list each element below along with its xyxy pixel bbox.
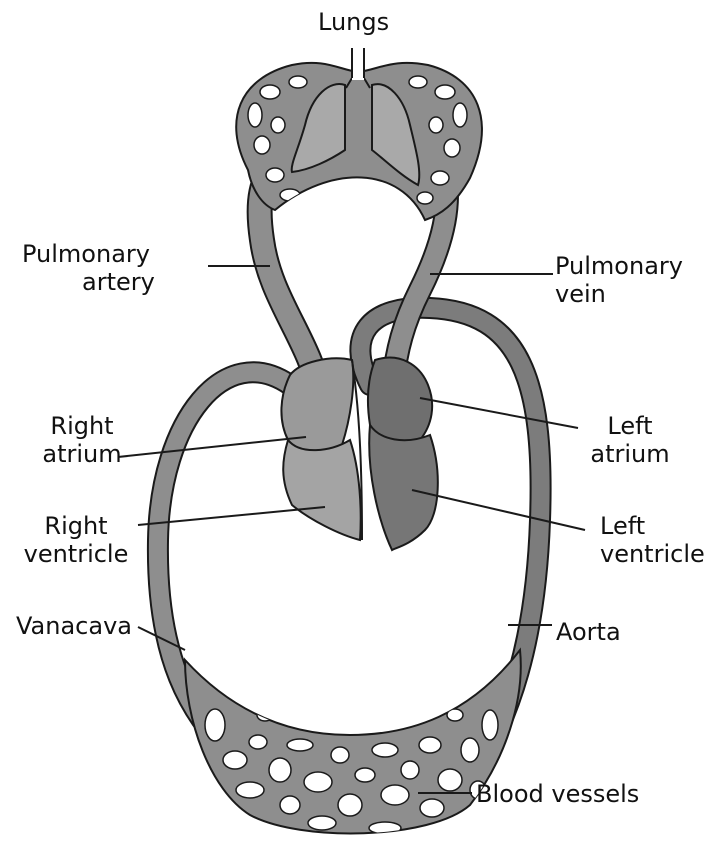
label-left-atrium-line1: Left <box>580 412 680 440</box>
label-pulmonary-artery-line1: Pulmonary <box>22 240 162 268</box>
left-atrium <box>368 358 432 442</box>
label-right-atrium: Right atrium <box>28 412 136 468</box>
label-left-ventricle-line1: Left <box>600 512 705 540</box>
blood-vessels-network <box>185 650 521 834</box>
label-aorta: Aorta <box>556 618 621 646</box>
label-right-ventricle-line1: Right <box>16 512 136 540</box>
label-right-ventricle-line2: ventricle <box>16 540 136 568</box>
label-left-atrium-line2: atrium <box>580 440 680 468</box>
label-left-ventricle-line2: ventricle <box>600 540 705 568</box>
lung-capillary-network <box>236 63 482 220</box>
right-atrium <box>281 358 353 454</box>
label-pulmonary-vein-line1: Pulmonary <box>555 252 683 280</box>
label-right-atrium-line1: Right <box>28 412 136 440</box>
right-ventricle <box>283 440 360 540</box>
label-pulmonary-artery: Pulmonary artery <box>22 240 162 296</box>
left-ventricle <box>369 425 438 550</box>
label-pulmonary-artery-line2: artery <box>22 268 162 296</box>
label-left-atrium: Left atrium <box>580 412 680 468</box>
label-left-ventricle: Left ventricle <box>600 512 705 568</box>
label-lungs: Lungs <box>318 8 389 36</box>
leader-right-atrium <box>118 437 306 457</box>
label-right-ventricle: Right ventricle <box>16 512 136 568</box>
label-pulmonary-vein: Pulmonary vein <box>555 252 683 308</box>
label-vena-cava: Vanacava <box>16 612 132 640</box>
label-right-atrium-line2: atrium <box>28 440 136 468</box>
leader-left-atrium <box>420 398 578 428</box>
label-blood-vessels: Blood vessels <box>476 780 639 808</box>
label-pulmonary-vein-line2: vein <box>555 280 683 308</box>
leader-left-ventricle <box>412 490 585 530</box>
